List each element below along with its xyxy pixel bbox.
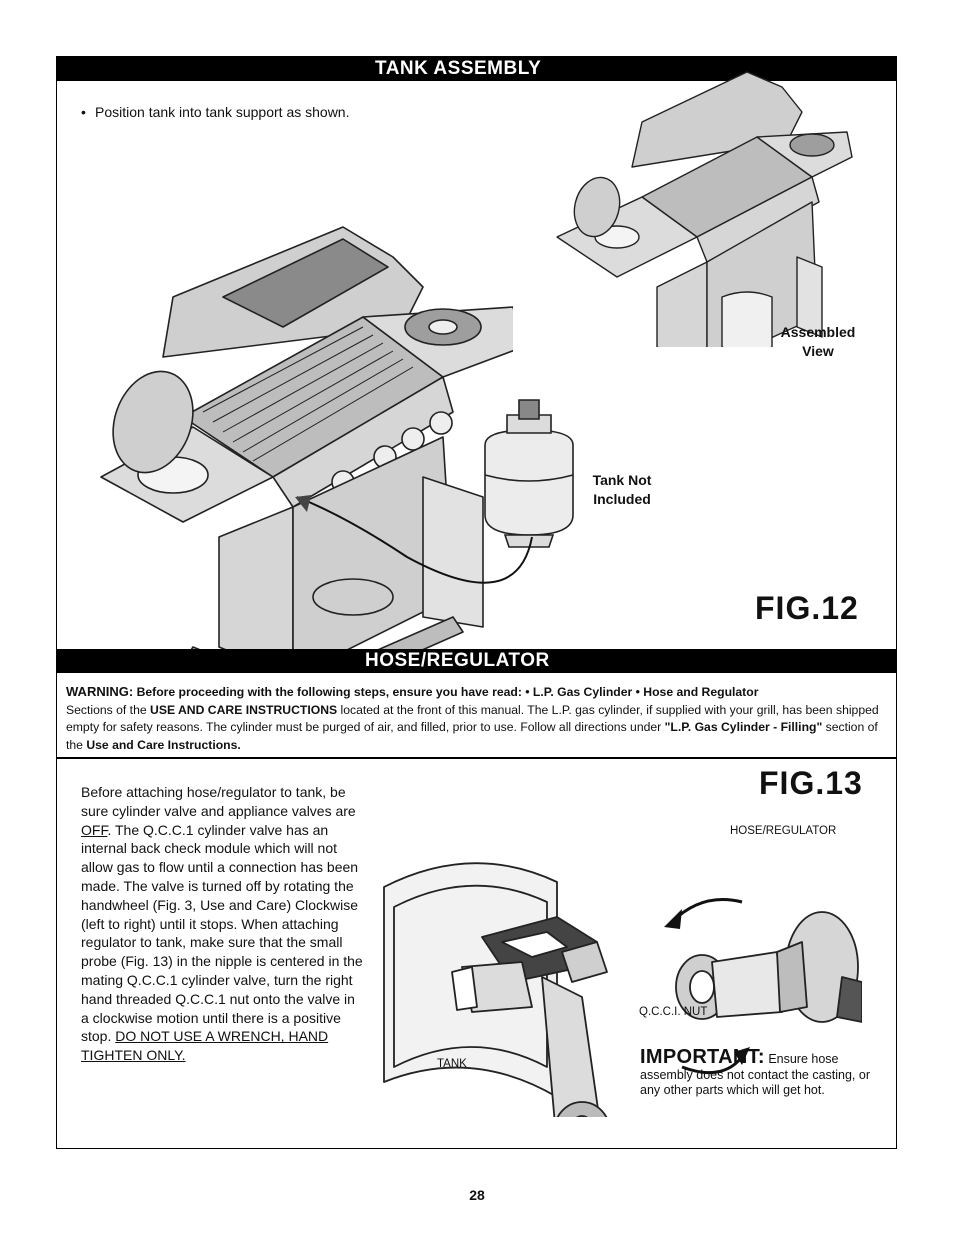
warning-b1: USE AND CARE INSTRUCTIONS [150,702,338,717]
tank-label: TANK [437,1058,467,1070]
page-number: 28 [469,1187,485,1203]
warning-t2: located at the front of this manual. The… [66,702,879,735]
tank-assembly-bullet: •Position tank into tank support as show… [81,104,350,120]
assembled-grill-illustration [556,71,853,347]
instructions-off: OFF [81,821,108,838]
important-label: IMPORTANT: [640,1046,765,1068]
qcc-nut-label: Q.C.C.I. NUT [639,1006,708,1018]
warning-b2: "L.P. Gas Cylinder - Filling" [664,720,823,734]
important-text: Ensure hose assembly does not contact th… [640,1052,870,1097]
tank-not-included-label: Tank Not Included [572,471,672,509]
fig12-label: FIG.12 [755,590,859,626]
grill-illustration [100,226,513,657]
fig13-label: FIG.13 [759,765,863,801]
tank-illustration [484,399,574,548]
valve-connection-illustration [383,862,862,1117]
hose-regulator-heading: HOSE/REGULATOR [365,650,550,671]
tank-assembly-heading: TANK ASSEMBLY [375,58,542,79]
tank-not-line2: Included [593,491,651,507]
section-divider [57,757,896,759]
assembled-view-label: Assembled View [763,323,873,361]
assembled-view-line1: Assembled [780,324,856,340]
warning-bold: Before proceeding with the following ste… [136,685,759,699]
warning-t3: section of the [66,720,878,752]
manual-frame: TANK ASSEMBLY •Position tank into tank s… [56,56,897,1149]
warning-label: WARNING: [66,684,134,699]
tank-not-line1: Tank Not [592,472,652,488]
warning-b3: Use and Care Instructions. [86,737,241,752]
bullet-text: Position tank into tank support as shown… [95,104,350,120]
hose-regulator-label: HOSE/REGULATOR [730,825,837,837]
instructions-text: Before attaching hose/regulator to tank,… [81,783,363,1065]
instructions-1: Before attaching hose/regulator to tank,… [81,784,356,819]
important-note: IMPORTANT: Ensure hose assembly does not… [640,1047,885,1099]
hose-line [295,495,533,584]
warning-text: WARNING: Before proceeding with the foll… [66,683,891,754]
hose-regulator-banner: HOSE/REGULATOR [57,649,896,673]
instructions-2: . The Q.C.C.1 cylinder valve has an inte… [81,821,363,1045]
instructions-warning: DO NOT USE A WRENCH, HAND TIGHTEN ONLY. [81,1028,329,1064]
warning-t1: Sections of the [66,702,151,717]
assembled-view-line2: View [802,343,834,359]
tank-assembly-banner: TANK ASSEMBLY [57,57,896,81]
